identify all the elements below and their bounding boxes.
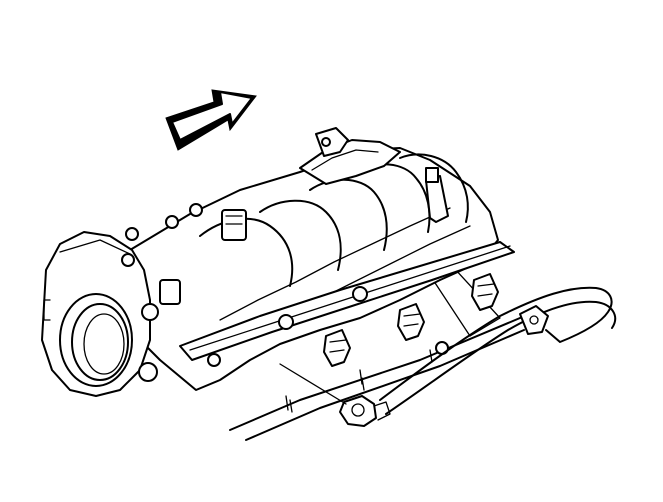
fuel-injectors xyxy=(323,273,499,367)
injector xyxy=(397,303,425,341)
mounting-bolts xyxy=(125,203,449,411)
intake-manifold xyxy=(119,127,499,391)
fuel-rail xyxy=(179,241,515,361)
injector xyxy=(323,329,351,367)
direction-arrow-icon xyxy=(165,89,257,151)
injector xyxy=(471,273,499,311)
fuel-line-hose xyxy=(279,286,617,427)
throttle-body xyxy=(41,231,181,397)
